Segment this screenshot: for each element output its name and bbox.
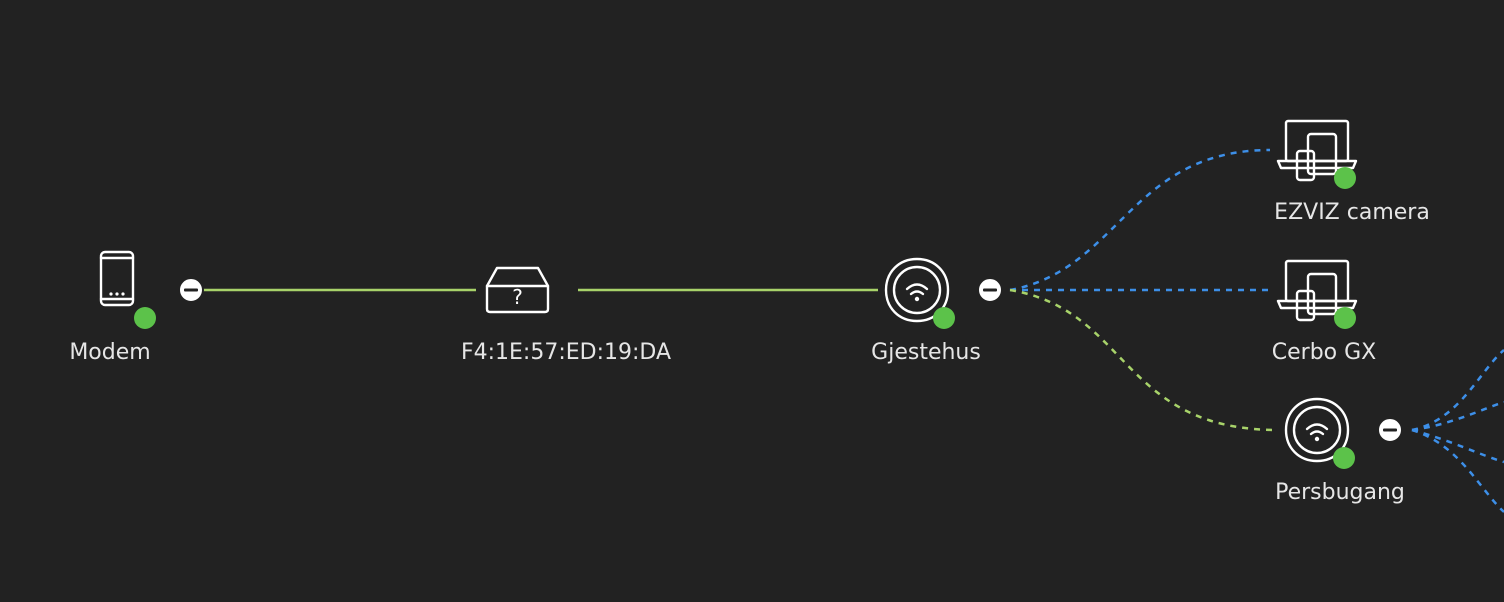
minus-icon bbox=[983, 288, 997, 292]
links bbox=[203, 148, 1504, 513]
node-label-persbugang: Persbugang bbox=[1275, 480, 1405, 505]
collapse-button-persbugang[interactable] bbox=[1377, 417, 1403, 443]
node-label-unknown-device: F4:1E:57:ED:19:DA bbox=[461, 340, 671, 365]
wifi-access-point-icon bbox=[884, 257, 950, 323]
status-online-dot bbox=[933, 307, 955, 329]
link-persbugang-to-offscreen-1 bbox=[1411, 349, 1504, 432]
node-cerbo-gx[interactable]: Cerbo GX bbox=[1272, 259, 1376, 365]
link-persbugang-to-offscreen-4 bbox=[1411, 428, 1504, 513]
minus-icon bbox=[1383, 428, 1397, 432]
node-modem[interactable]: Modem bbox=[69, 250, 156, 365]
node-label-ezviz-camera: EZVIZ camera bbox=[1274, 200, 1430, 225]
node-persbugang[interactable]: Persbugang bbox=[1275, 397, 1405, 505]
multi-device-icon bbox=[1276, 259, 1358, 322]
link-gjestehus-to-ezviz bbox=[1009, 148, 1271, 292]
collapse-button-modem[interactable] bbox=[178, 277, 204, 303]
node-label-gjestehus: Gjestehus bbox=[871, 340, 981, 365]
unknown-device-icon: ? bbox=[485, 266, 550, 314]
phone-icon bbox=[99, 250, 135, 307]
node-gjestehus[interactable]: Gjestehus bbox=[871, 257, 981, 365]
wifi-access-point-icon bbox=[1284, 397, 1350, 463]
node-unknown-device[interactable]: ? F4:1E:57:ED:19:DA bbox=[461, 266, 671, 365]
node-ezviz-camera[interactable]: EZVIZ camera bbox=[1274, 119, 1430, 225]
link-persbugang-to-offscreen-2 bbox=[1411, 400, 1504, 432]
minus-icon bbox=[184, 288, 198, 292]
multi-device-icon bbox=[1276, 119, 1358, 182]
link-gjestehus-to-persbugang bbox=[1009, 288, 1279, 432]
link-persbugang-to-offscreen-3 bbox=[1411, 428, 1504, 464]
status-online-dot bbox=[1333, 447, 1355, 469]
status-online-dot bbox=[1334, 167, 1356, 189]
status-online-dot bbox=[134, 307, 156, 329]
svg-text:?: ? bbox=[512, 285, 523, 309]
status-online-dot bbox=[1334, 307, 1356, 329]
node-label-modem: Modem bbox=[69, 340, 150, 365]
node-label-cerbo-gx: Cerbo GX bbox=[1272, 340, 1376, 365]
collapse-button-gjestehus[interactable] bbox=[977, 277, 1003, 303]
